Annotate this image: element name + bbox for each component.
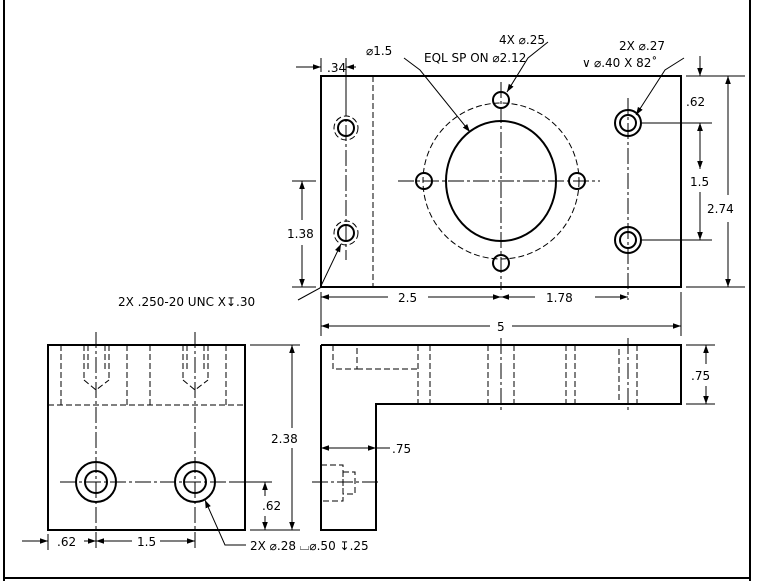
bolt-hole-right xyxy=(568,172,586,190)
dim-hole-spacing: 1.5 xyxy=(137,535,156,549)
tapped-hole-hidden-tip xyxy=(83,379,110,391)
dim-right-x: 1.78 xyxy=(546,291,573,305)
front-left-view: 2.38 .62 .62 1.5 2X ⌀.28 ⌴⌀.50 ↧.25 xyxy=(22,332,369,553)
tapped-hole-hidden-tip xyxy=(182,379,209,391)
dim-bolt-circle: EQL SP ON ⌀2.12 xyxy=(424,51,526,65)
bolt-hole-left xyxy=(415,172,433,190)
dim-center-x: 2.5 xyxy=(398,291,417,305)
leader-tapped-holes xyxy=(297,243,342,301)
leader-2x-holes xyxy=(635,57,685,116)
dim-2x-holes: 2X ⌀.27 xyxy=(619,39,665,53)
cbore-hidden xyxy=(320,464,344,502)
bolt-hole-bottom xyxy=(492,254,510,272)
cbore-hole-left-outer xyxy=(75,461,117,503)
dim-csk: ⌀.40 X 82˚ xyxy=(594,55,657,70)
dim-edge-to-hole: .34 xyxy=(327,61,346,75)
front-right-outline xyxy=(320,344,682,531)
dim-hole-spacing: 1.5 xyxy=(690,175,709,189)
leader-bore xyxy=(403,57,471,133)
tapped-hole-hidden xyxy=(332,344,358,370)
dim-height: 2.38 xyxy=(271,432,298,446)
dim-tapped-holes: 2X .250-20 UNC X↧.30 xyxy=(118,295,255,309)
dim-4x-holes: 4X ⌀.25 xyxy=(499,33,545,47)
cbore-hole-left-inner xyxy=(84,470,108,494)
dim-top-offset: .62 xyxy=(686,95,705,109)
front-right-view: .75 .75 xyxy=(312,338,715,531)
cbore-hole-right-outer xyxy=(174,461,216,503)
dim-leg: .75 xyxy=(392,442,411,456)
cbore-hole-right-inner xyxy=(183,470,207,494)
front-left-outline xyxy=(47,344,246,531)
leader-cbore xyxy=(204,499,246,546)
dim-width: 5 xyxy=(497,320,505,334)
bolt-hole-top xyxy=(492,91,510,109)
dim-bore: ⌀1.5 xyxy=(366,44,392,58)
dim-hole-height: .62 xyxy=(262,499,281,513)
dim-height: 2.74 xyxy=(707,202,734,216)
csk-symbol: ∨ xyxy=(582,56,591,70)
dim-cbore: 2X ⌀.28 ⌴⌀.50 ↧.25 xyxy=(250,539,369,553)
dim-edge-x: .62 xyxy=(57,535,76,549)
dim-left-offset: 1.38 xyxy=(287,227,314,241)
leader-4x-holes xyxy=(506,41,549,93)
top-view: .34 ⌀1.5 4X ⌀.25 EQL SP ON ⌀2.12 2X ⌀.27… xyxy=(118,33,745,336)
cbore-hidden xyxy=(342,471,356,495)
dim-flange: .75 xyxy=(691,369,710,383)
